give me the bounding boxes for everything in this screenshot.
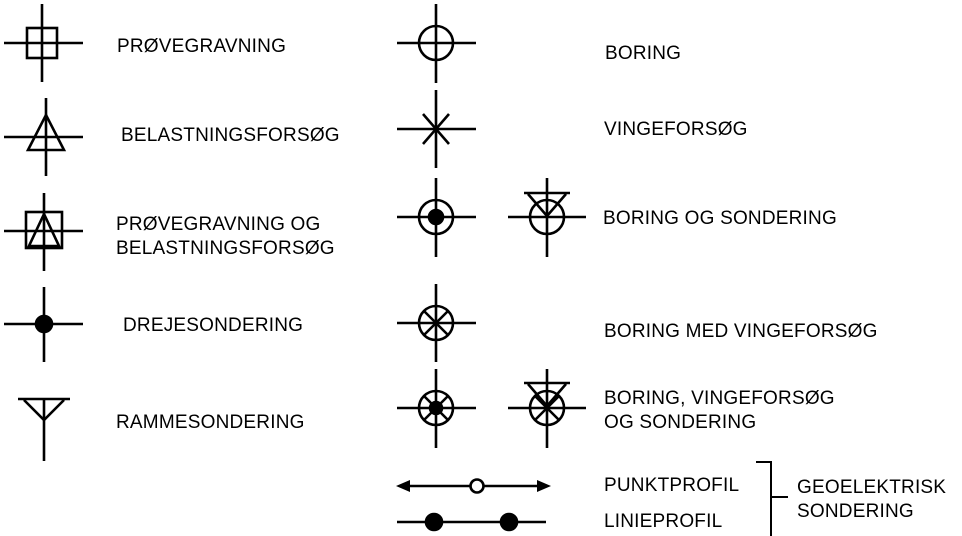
label-belastningsforsog: BELASTNINGSFORSØG — [121, 125, 340, 146]
drejesondering-symbol — [4, 287, 83, 362]
boring-vinge-sondering-symbol-1 — [397, 369, 476, 448]
label-geoelektrisk-sondering: GEOELEKTRISK SONDERING — [797, 477, 947, 522]
label-rammesondering: RAMMESONDERING — [116, 412, 305, 433]
label-vingeforsog: VINGEFORSØG — [604, 119, 748, 140]
boring-sondering-symbol-1 — [397, 178, 476, 257]
label-boring: BORING — [605, 43, 682, 64]
punktprofil-symbol — [396, 478, 551, 494]
boring-vingeforsog-symbol — [397, 284, 476, 362]
label-boring-vinge-sondering: BORING, VINGEFORSØG OG SONDERING — [604, 388, 835, 433]
label-provegravning: PRØVEGRAVNING — [117, 36, 287, 57]
label-drejesondering: DREJESONDERING — [123, 315, 304, 336]
boring-vinge-sondering-symbol-2 — [508, 369, 586, 448]
vingeforsog-symbol — [397, 90, 476, 168]
label-linieprofil: LINIEPROFIL — [604, 511, 723, 532]
label-boring-vingeforsog: BORING MED VINGEFORSØG — [604, 321, 878, 342]
rammesondering-symbol — [18, 397, 70, 461]
label-boring-sondering: BORING OG SONDERING — [603, 208, 837, 229]
label-provegravning-belastning: PRØVEGRAVNING OG BELASTNINGSFORSØG — [116, 214, 335, 259]
provegravning-belastning-symbol — [4, 193, 83, 271]
boring-sondering-symbol-2 — [508, 178, 586, 257]
linieprofil-symbol — [397, 512, 546, 532]
belastningsforsog-symbol — [4, 98, 83, 176]
geoelektrisk-bracket — [756, 461, 788, 536]
provegravning-symbol — [4, 4, 83, 82]
label-punktprofil: PUNKTPROFIL — [604, 475, 740, 496]
boring-symbol — [397, 4, 476, 83]
